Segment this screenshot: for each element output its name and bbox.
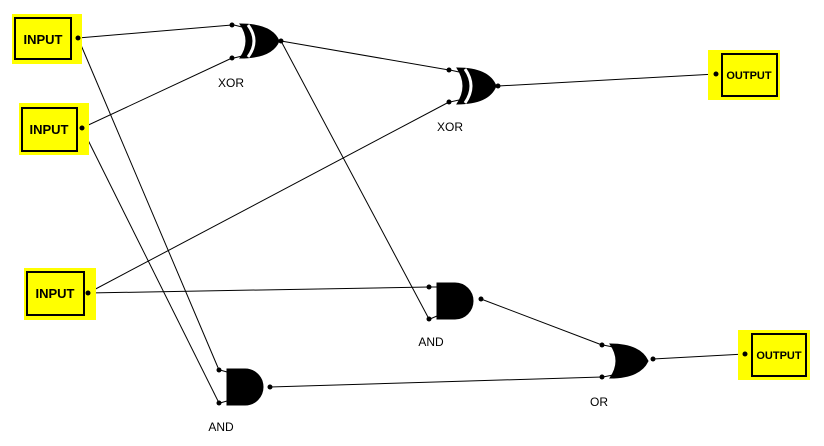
xor-gate-1-input-b[interactable]: [229, 55, 235, 61]
or-gate-1-icon: [609, 343, 649, 379]
xor-gate-1-icon: [239, 23, 280, 59]
and-gate-2-input-a[interactable]: [216, 367, 222, 373]
xor-gate-1[interactable]: XOR: [218, 22, 284, 91]
and-gate-1-icon: [436, 282, 474, 320]
wire-in3-to-xor2[interactable]: [87, 101, 450, 294]
output-node-1[interactable]: OUTPUT: [708, 50, 780, 100]
input-node-2[interactable]: INPUT: [19, 103, 89, 155]
output-node-2-label: OUTPUT: [756, 350, 802, 362]
input-node-2-pin[interactable]: [79, 125, 85, 131]
input-node-2-label: INPUT: [30, 122, 69, 137]
and-gate-1-label: AND: [418, 335, 444, 349]
and-gate-1[interactable]: AND: [418, 282, 484, 349]
wires-layer: [77, 24, 746, 404]
input-node-1[interactable]: INPUT: [12, 14, 82, 64]
or-gate-1-input-b[interactable]: [599, 374, 605, 380]
input-node-3-label: INPUT: [36, 286, 75, 301]
xor-gate-2-input-a[interactable]: [446, 67, 452, 73]
and-gate-2[interactable]: AND: [208, 367, 273, 435]
wire-in3-to-and1[interactable]: [87, 286, 430, 294]
and-gate-2-icon: [226, 368, 264, 406]
wire-in2-to-and2[interactable]: [81, 127, 220, 404]
wire-in2-to-xor1[interactable]: [81, 57, 233, 129]
xor-gate-2-input-b[interactable]: [446, 99, 452, 105]
and-gate-2-input-b[interactable]: [216, 400, 222, 406]
xor-gate-1-label: XOR: [218, 76, 244, 90]
wire-in1-to-xor1[interactable]: [77, 24, 233, 39]
xor-gate-2-icon: [456, 67, 497, 105]
xor-gate-1-output[interactable]: [278, 38, 284, 44]
input-node-3[interactable]: INPUT: [24, 268, 96, 320]
input-node-3-pin[interactable]: [85, 290, 91, 296]
or-gate-1-input-a[interactable]: [599, 342, 605, 348]
output-node-2[interactable]: OUTPUT: [738, 330, 810, 380]
input-node-1-pin[interactable]: [75, 35, 81, 41]
wire-and1-to-or1[interactable]: [480, 298, 603, 346]
and-gate-1-output[interactable]: [478, 296, 484, 302]
xor-gate-2-output[interactable]: [495, 83, 501, 89]
output-node-1-pin[interactable]: [713, 71, 719, 77]
or-gate-1-output[interactable]: [650, 356, 656, 362]
input-node-1-label: INPUT: [24, 32, 63, 47]
and-gate-1-input-a[interactable]: [426, 284, 432, 290]
output-node-2-pin[interactable]: [742, 351, 748, 357]
wire-or1-to-out2[interactable]: [652, 353, 746, 360]
xor-gate-2-label: XOR: [437, 120, 463, 134]
wire-and2-to-or1[interactable]: [269, 376, 603, 388]
wire-in1-to-and2[interactable]: [77, 37, 220, 371]
wire-xor2-to-out1[interactable]: [497, 73, 717, 87]
or-gate-1[interactable]: OR: [590, 342, 656, 410]
wire-xor1-to-and1[interactable]: [280, 40, 430, 320]
output-node-1-label: OUTPUT: [726, 70, 772, 82]
and-gate-1-input-b[interactable]: [426, 316, 432, 322]
xor-gate-2[interactable]: XOR: [437, 67, 501, 135]
wire-xor1-to-xor2[interactable]: [280, 40, 450, 71]
or-gate-1-label: OR: [590, 395, 608, 409]
xor-gate-1-input-a[interactable]: [229, 22, 235, 28]
and-gate-2-label: AND: [208, 420, 234, 434]
and-gate-2-output[interactable]: [267, 384, 273, 390]
